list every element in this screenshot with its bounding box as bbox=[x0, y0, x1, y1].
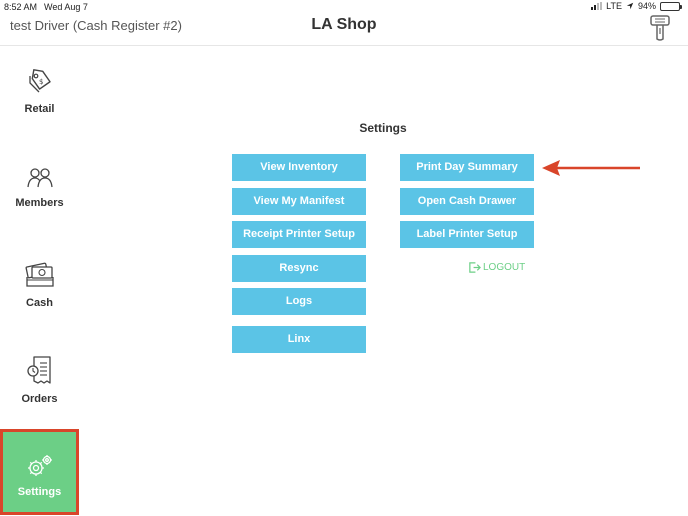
settings-title: Settings bbox=[359, 121, 407, 135]
app-header: test Driver (Cash Register #2) LA Shop bbox=[0, 14, 688, 46]
sidebar-item-cash[interactable]: Cash bbox=[0, 261, 79, 309]
status-indicators: LTE 94% bbox=[591, 1, 682, 11]
members-icon bbox=[26, 168, 53, 188]
logout-label: LOGOUT bbox=[483, 262, 526, 273]
sidebar-item-label: Retail bbox=[24, 103, 55, 115]
status-time: 8:52 AM bbox=[4, 2, 38, 12]
page-title: LA Shop bbox=[311, 16, 377, 33]
status-bar: 8:52 AM Wed Aug 7 LTE 94% bbox=[0, 0, 688, 14]
resync-button[interactable]: Resync bbox=[232, 255, 366, 282]
sidebar: $ Retail Members Cash bbox=[0, 47, 79, 516]
logout-button[interactable]: LOGOUT bbox=[468, 261, 525, 274]
annotation-arrow bbox=[542, 160, 640, 176]
sidebar-item-label: Cash bbox=[26, 297, 53, 309]
battery-percent: 94% bbox=[637, 1, 656, 11]
view-inventory-button[interactable]: View Inventory bbox=[232, 154, 366, 181]
barcode-scanner-button[interactable] bbox=[648, 14, 672, 42]
open-cash-drawer-button[interactable]: Open Cash Drawer bbox=[400, 188, 534, 215]
sidebar-item-label: Settings bbox=[17, 486, 62, 498]
sidebar-item-orders[interactable]: Orders bbox=[0, 355, 79, 405]
sidebar-item-members[interactable]: Members bbox=[0, 165, 79, 209]
print-day-summary-button[interactable]: Print Day Summary bbox=[400, 154, 534, 181]
sidebar-item-retail[interactable]: $ Retail bbox=[0, 67, 79, 115]
receipt-printer-setup-button[interactable]: Receipt Printer Setup bbox=[232, 221, 366, 248]
driver-label: test Driver (Cash Register #2) bbox=[10, 18, 182, 33]
sidebar-item-settings[interactable]: Settings bbox=[0, 429, 79, 515]
price-tag-icon: $ bbox=[28, 69, 51, 93]
cash-icon bbox=[25, 262, 54, 287]
network-label: LTE bbox=[606, 1, 622, 11]
signal-icon bbox=[591, 2, 603, 10]
linx-button[interactable]: Linx bbox=[232, 326, 366, 353]
location-arrow-icon bbox=[626, 2, 634, 10]
sidebar-item-label: Members bbox=[15, 197, 64, 209]
view-my-manifest-button[interactable]: View My Manifest bbox=[232, 188, 366, 215]
battery-icon bbox=[660, 1, 682, 11]
logs-button[interactable]: Logs bbox=[232, 288, 366, 315]
svg-text:$: $ bbox=[39, 78, 43, 86]
label-printer-setup-button[interactable]: Label Printer Setup bbox=[400, 221, 534, 248]
status-date: Wed Aug 7 bbox=[44, 2, 88, 12]
sidebar-item-label: Orders bbox=[21, 393, 58, 405]
logout-icon bbox=[469, 262, 481, 273]
receipt-icon bbox=[26, 356, 51, 384]
gears-icon bbox=[27, 455, 52, 476]
barcode-scanner-icon bbox=[650, 15, 670, 41]
